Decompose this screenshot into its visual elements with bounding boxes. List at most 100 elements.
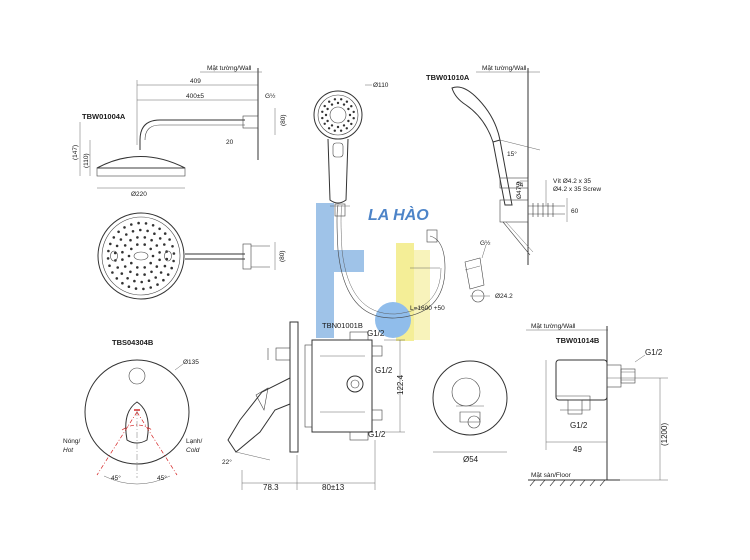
nozzle-dot [158,227,161,231]
nozzle-dot [336,125,340,129]
nozzle-dot [352,117,355,120]
nozzle-dot [123,265,127,268]
nozzle-dot [150,270,153,274]
hose-side [502,221,531,256]
angle-22: 22° [222,458,232,466]
wall-label-handshower: Mặt tường/Wall [482,65,527,72]
dim-110h: (110) [83,153,90,168]
nozzle-dot [134,287,138,290]
nozzle-dot [121,250,124,254]
nozzle-dot [333,129,336,132]
nozzle-dot [143,243,146,246]
nozzle-dot [326,107,329,111]
nozzle-dot [342,124,346,127]
nozzle-dot [106,257,110,260]
nozzle-dot [151,224,155,227]
floor-hatch [529,479,606,487]
nozzle-dot [130,247,133,251]
angle-15: 15° [507,150,517,158]
nozzle-dot [352,110,355,114]
nozzle-dot [149,261,152,265]
nozzle-dot [127,285,131,289]
nozzle-dot [165,250,168,253]
nozzle-dot [143,273,146,276]
nozzle-dot [109,242,112,246]
nozzle-dot [119,238,123,241]
thread-g12-bottom: G1/2 [368,430,386,439]
dim-54b: Ø54 [463,455,479,464]
watermark-logo: LA HÀO [316,203,430,341]
nozzle-dot [333,98,337,101]
nozzle-dot [142,287,145,291]
hot-rotation-line [96,411,138,476]
nozzle-dot [136,236,139,239]
dim-400: 400±5 [186,93,204,100]
nozzle-dot [140,280,143,284]
nozzle-dot [340,98,343,101]
nozzle-dot [171,245,174,248]
overhead-head-side [96,156,186,169]
handshower-handle [327,138,349,204]
nozzle-dot [107,249,110,253]
nozzle-dot [108,264,111,268]
dim-80-b: (80) [279,250,286,262]
handshower-side-handle [492,139,513,206]
code-overhead: TBW01004A [82,112,126,121]
screw-label-vi: Vít Ø4.2 x 35 [553,178,591,185]
lever-side [227,377,291,453]
thread-g12-elbow-bottom: G1/2 [570,421,588,430]
watermark-blue-circle [375,302,411,338]
nozzle-dot [114,259,117,262]
hose-nut [426,229,438,243]
nozzle-dot [137,221,140,225]
wall-plate-side [289,321,299,453]
dim-54: 54 [516,182,524,189]
outlet-port-icon [346,375,364,393]
nozzle-dot [328,100,331,103]
cold-label-en: Cold [186,447,200,454]
nozzle-dot [125,233,128,236]
wall-label-elbow: Mặt tường/Wall [531,323,576,330]
angle-45-right: 45° [157,474,167,482]
nozzle-dot [159,271,163,274]
cold-rotation-line [136,411,178,476]
nozzle-dot [150,238,153,242]
nozzle-dot [350,122,353,126]
nozzle-dot [327,127,331,130]
dim-d220: Ø220 [131,191,147,198]
angle-45-left: 45° [111,474,121,482]
nozzle-dot [112,236,116,239]
nozzle-dot [143,266,146,269]
watermark-blue-bar [316,203,334,338]
code-handshower: TBW01010A [426,73,470,82]
hose [336,204,446,319]
code-valve: TBS04304B [112,338,154,347]
nozzle-dot [130,261,133,265]
dim-1200: (1200) [660,423,669,446]
nozzle-dot [330,103,334,106]
hose-connector-detail: G½ Ø24.2 [464,239,513,303]
nozzle-dot [121,281,124,285]
dim-d110: Ø110 [373,82,389,89]
thread-g12-hose: G½ [480,239,491,247]
elbow-front [432,360,508,436]
hot-label-en: Hot [63,447,74,454]
dim-47: Ø47.9 [516,181,523,199]
nozzle-dot [324,113,328,117]
nozzle-dot [339,129,343,132]
screw-icon [528,203,565,217]
nozzle-dot [120,272,124,275]
nozzle-dot [163,243,166,246]
diverter-knob [128,367,146,385]
dim-147: (147) [72,145,79,160]
nozzle-dot [165,257,169,261]
nozzle-dot [117,230,120,234]
thread-g12-overhead: G½ [265,92,276,100]
nozzle-dot [136,266,139,269]
nozzle-dot [129,238,132,242]
nozzle-dot [153,232,156,235]
nozzle-dot [172,252,176,255]
thread-g12-elbow-top: G1/2 [645,348,663,357]
nozzle-dot [133,279,136,283]
